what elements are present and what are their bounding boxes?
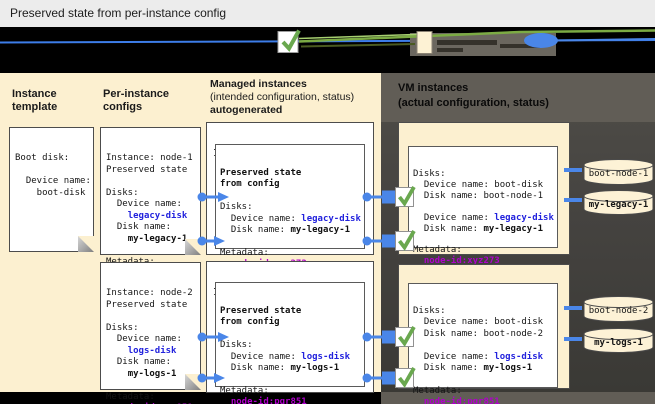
page-title: Preserved state from per-instance config <box>10 6 227 20</box>
config-box-icon <box>416 31 433 54</box>
disk-cylinder-boot-node-2: boot-node-2 <box>583 295 654 323</box>
disk-label: boot-node-2 <box>588 306 649 316</box>
cylinder-icon <box>583 296 654 322</box>
legend-blue-pointer <box>556 38 655 42</box>
vm-config-box: Disks: Device name: boot-disk Disk name:… <box>408 283 558 404</box>
disk-cylinder-my-logs-1: my-logs-1 <box>583 327 654 354</box>
legend-olive-line <box>300 43 416 48</box>
legend-text-bar <box>500 44 540 48</box>
vm-panel-header: VM instances (actual configuration, stat… <box>381 73 655 122</box>
vm-panel-bottom-strip <box>381 392 655 404</box>
vm-config-box: Disks: Device name: boot-disk Disk name:… <box>408 146 558 266</box>
legend-text-bar <box>437 48 463 52</box>
disk-label: my-legacy-1 <box>588 200 649 210</box>
legend-green-arrow <box>298 29 655 43</box>
column-header-instance-template: Instance template <box>12 88 58 113</box>
disk-label: boot-node-1 <box>588 169 649 179</box>
vm-panel-title: VM instances <box>398 82 469 94</box>
disk-cylinder-my-legacy-1: my-legacy-1 <box>583 189 654 216</box>
folded-corner-icon <box>78 236 94 252</box>
vm-instance-node-1: node-1 Disks: Device name: boot-disk Dis… <box>398 122 570 266</box>
instance-template-doc: Boot disk: Device name: boot-disk <box>9 127 94 252</box>
vm-panel-subtitle: (actual configuration, status) <box>398 97 549 109</box>
disk-cylinder-boot-node-1: boot-node-1 <box>583 158 654 186</box>
cylinder-icon <box>583 328 654 353</box>
vm-instance-node-2: node-2 Disks: Device name: boot-disk Dis… <box>398 264 570 404</box>
column-header-per-instance-configs: Per-instance configs <box>103 88 170 113</box>
column-header-managed-instances: Managed instances (intended configuratio… <box>210 78 355 116</box>
folded-corner-icon <box>185 374 201 390</box>
title-bar: Preserved state from per-instance config <box>0 0 655 27</box>
folded-corner-icon <box>185 239 201 255</box>
disk-label: my-logs-1 <box>594 338 643 348</box>
disk-oval-icon <box>524 33 558 48</box>
cylinder-icon <box>583 190 654 215</box>
legend-band <box>0 29 655 56</box>
legend-green-highlight <box>298 33 431 40</box>
checkmark-icon <box>277 29 301 53</box>
legend-text-bar <box>437 40 497 45</box>
cylinder-icon <box>583 159 654 185</box>
